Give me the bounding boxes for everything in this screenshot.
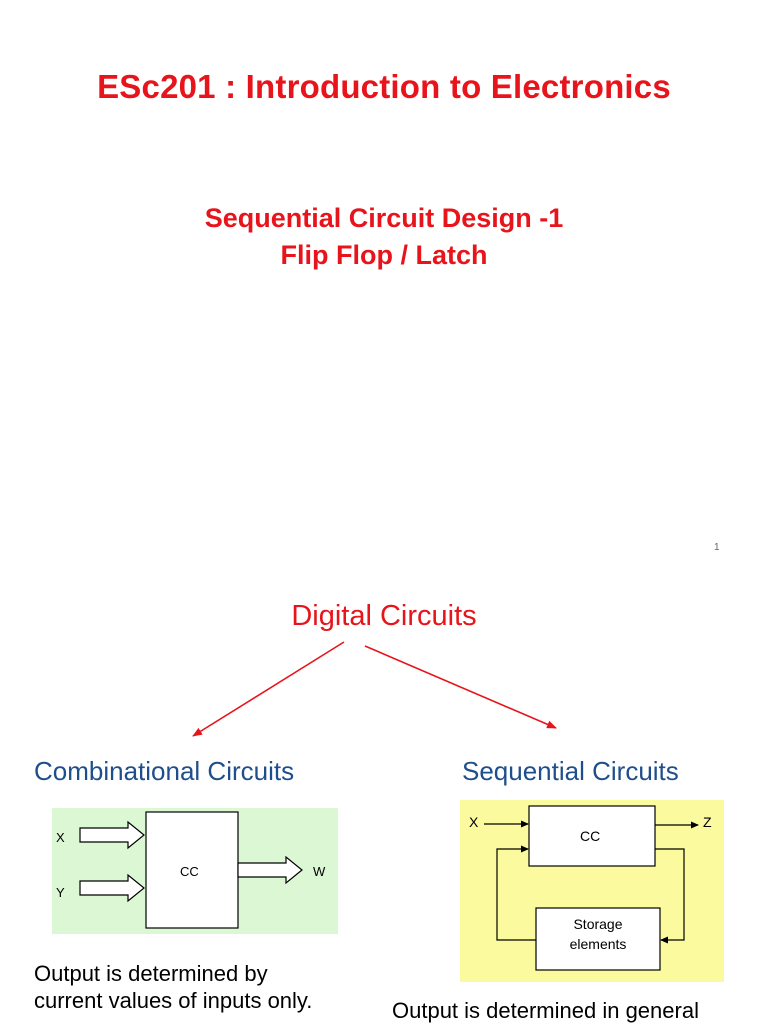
output-z-label: Z <box>703 814 712 830</box>
combinational-cc-block <box>145 811 239 929</box>
digital-circuits-heading: Digital Circuits <box>291 600 477 632</box>
feedback-to-storage <box>655 848 685 944</box>
subtitle-line-1: Sequential Circuit Design -1 <box>204 203 564 233</box>
output-w-arrow <box>237 855 303 885</box>
sequential-title: Sequential Circuits <box>462 756 679 786</box>
arrow-to-combinational <box>192 641 345 737</box>
sequential-caption-line-1: Output is determined in general <box>392 998 699 1023</box>
slide-2: Digital Circuits Combinational Circuits … <box>0 576 768 1024</box>
arrow-to-sequential <box>364 645 557 729</box>
sequential-diagram-shapes <box>484 805 699 971</box>
sequential-diagram: X CC Z Storage elements <box>460 800 724 982</box>
seq-input-x-label: X <box>469 814 479 830</box>
branch-arrows <box>192 641 557 737</box>
combinational-diagram-shapes <box>79 811 303 929</box>
combinational-diagram: X Y CC W <box>52 808 338 934</box>
slide-1: ESc201 : Introduction to Electronics Seq… <box>97 68 720 553</box>
output-w-label: W <box>313 864 326 879</box>
feedback-to-cc <box>496 845 536 941</box>
input-x-label: X <box>56 830 65 845</box>
page-number: 1 <box>714 542 720 553</box>
combinational-caption-line-2: current values of inputs only. <box>34 988 313 1013</box>
input-x-arrow <box>79 820 145 850</box>
combinational-cc-label: CC <box>180 864 199 879</box>
sequential-cc-label: CC <box>580 828 601 844</box>
storage-block <box>535 907 661 971</box>
combinational-title: Combinational Circuits <box>34 756 295 786</box>
input-y-label: Y <box>56 885 65 900</box>
sequential-cc-block <box>528 805 656 867</box>
combinational-caption-line-1: Output is determined by <box>34 961 268 986</box>
course-title: ESc201 : Introduction to Electronics <box>97 68 671 105</box>
storage-label-line-2: elements <box>569 936 627 952</box>
storage-label-line-1: Storage <box>573 916 623 932</box>
subtitle-line-2: Flip Flop / Latch <box>280 240 488 270</box>
input-y-arrow <box>79 873 145 903</box>
